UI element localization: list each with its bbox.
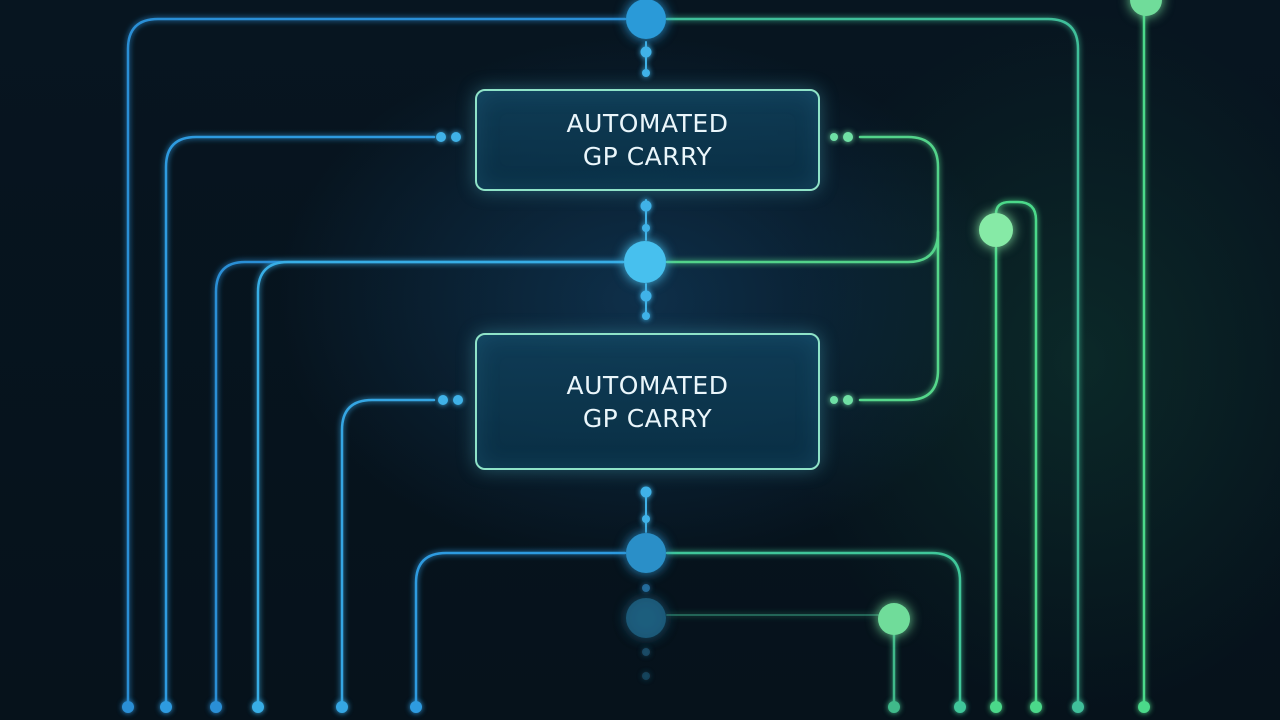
dot [642, 672, 650, 680]
port-dot [830, 133, 838, 141]
terminal-dot [1030, 701, 1042, 713]
junction-green-corner [1130, 0, 1162, 16]
node-top-line-2: GP CARRY [582, 142, 713, 171]
node-box-top: AUTOMATED GP CARRY [475, 89, 820, 191]
dot [642, 648, 650, 656]
dot [642, 69, 650, 77]
port-dot [451, 132, 461, 142]
wire-left-top-box [164, 135, 436, 709]
node-bottom-line-1: AUTOMATED [566, 370, 729, 400]
wire-right-top-box [665, 135, 940, 264]
wire-green-hook [994, 200, 1038, 709]
terminal-dot [336, 701, 348, 713]
terminal-dot [888, 701, 900, 713]
dot [642, 312, 650, 320]
terminal-dot [1072, 701, 1084, 713]
terminal-dot [160, 701, 172, 713]
terminal-dot [990, 701, 1002, 713]
port-dot [453, 395, 463, 405]
wire-outer-top-left [126, 17, 627, 709]
terminal-dot [252, 701, 264, 713]
wire-mid-left-b [256, 260, 625, 709]
node-bottom-line-2: GP CARRY [582, 403, 713, 433]
port-dot [438, 395, 448, 405]
wire-outer-top-right [665, 17, 1080, 709]
junction-green-right [979, 213, 1013, 247]
junction-faint [626, 598, 666, 638]
terminal-dot [122, 701, 134, 713]
port-dot [843, 395, 853, 405]
dot [640, 46, 652, 58]
wire-left-bottom-box [340, 398, 436, 709]
dot [640, 200, 652, 212]
node-box-bottom: AUTOMATED GP CARRY [475, 333, 820, 470]
node-top-line-1: AUTOMATED [566, 109, 729, 138]
terminal-dot [954, 701, 966, 713]
dot [640, 290, 652, 302]
port-dot [830, 396, 838, 404]
dot [642, 584, 650, 592]
wire-bottom-right [665, 551, 962, 709]
terminal-dot [410, 701, 422, 713]
junction-bottom [626, 533, 666, 573]
port-dot [436, 132, 446, 142]
wire-mid-left-a [214, 260, 625, 709]
dot [642, 515, 650, 523]
wire-right-bottom-box [858, 230, 940, 402]
junction-top [626, 0, 666, 39]
terminal-dot [210, 701, 222, 713]
junction-green-bottom [878, 603, 910, 635]
dot [640, 486, 652, 498]
wire-bottom-left [414, 551, 627, 709]
dot [642, 224, 650, 232]
junction-middle [624, 241, 666, 283]
port-dot [843, 132, 853, 142]
terminal-dot [1138, 701, 1150, 713]
